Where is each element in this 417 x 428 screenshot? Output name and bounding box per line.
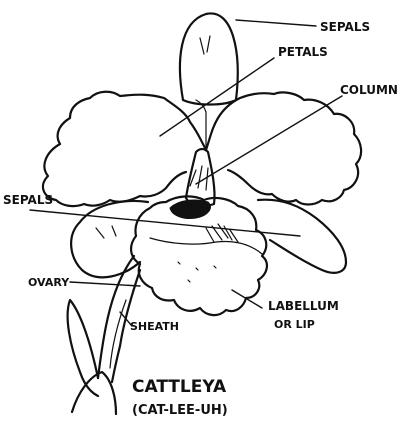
- right-petal: [206, 92, 361, 204]
- leader-sepals-top: [236, 20, 316, 26]
- label-sheath: SHEATH: [130, 320, 179, 333]
- labellum-hatching: [206, 224, 238, 242]
- title: CATTLEYA: [132, 377, 227, 397]
- right-lateral-sepal: [258, 200, 346, 273]
- label-sepals-left: SEPALS: [3, 193, 53, 207]
- dorsal-sepal: [180, 13, 238, 104]
- leader-sepals-left: [30, 210, 300, 236]
- label-column: COLUMN: [340, 83, 398, 97]
- pronunciation: (CAT-LEE-UH): [132, 403, 228, 418]
- label-lip: OR LIP: [274, 318, 315, 331]
- leader-petals: [160, 58, 274, 136]
- leader-column: [196, 96, 342, 184]
- left-lateral-sepal: [71, 201, 148, 277]
- label-sepals-top: SEPALS: [320, 20, 370, 34]
- labels: SEPALS PETALS COLUMN SEPALS OVARY SHEATH…: [3, 20, 398, 418]
- label-labellum: LABELLUM: [268, 299, 339, 313]
- labellum-dots: [178, 262, 216, 282]
- column-tip: [170, 200, 210, 219]
- sheath: [68, 300, 98, 396]
- label-ovary: OVARY: [28, 276, 70, 289]
- labellum-throat: [150, 238, 262, 254]
- left-sepal-vein: [96, 226, 116, 238]
- left-petal: [43, 92, 206, 206]
- dorsal-sepal-vein: [200, 36, 210, 54]
- label-petals: PETALS: [278, 45, 328, 59]
- leader-ovary: [70, 282, 140, 286]
- flower-illustration: [43, 13, 361, 414]
